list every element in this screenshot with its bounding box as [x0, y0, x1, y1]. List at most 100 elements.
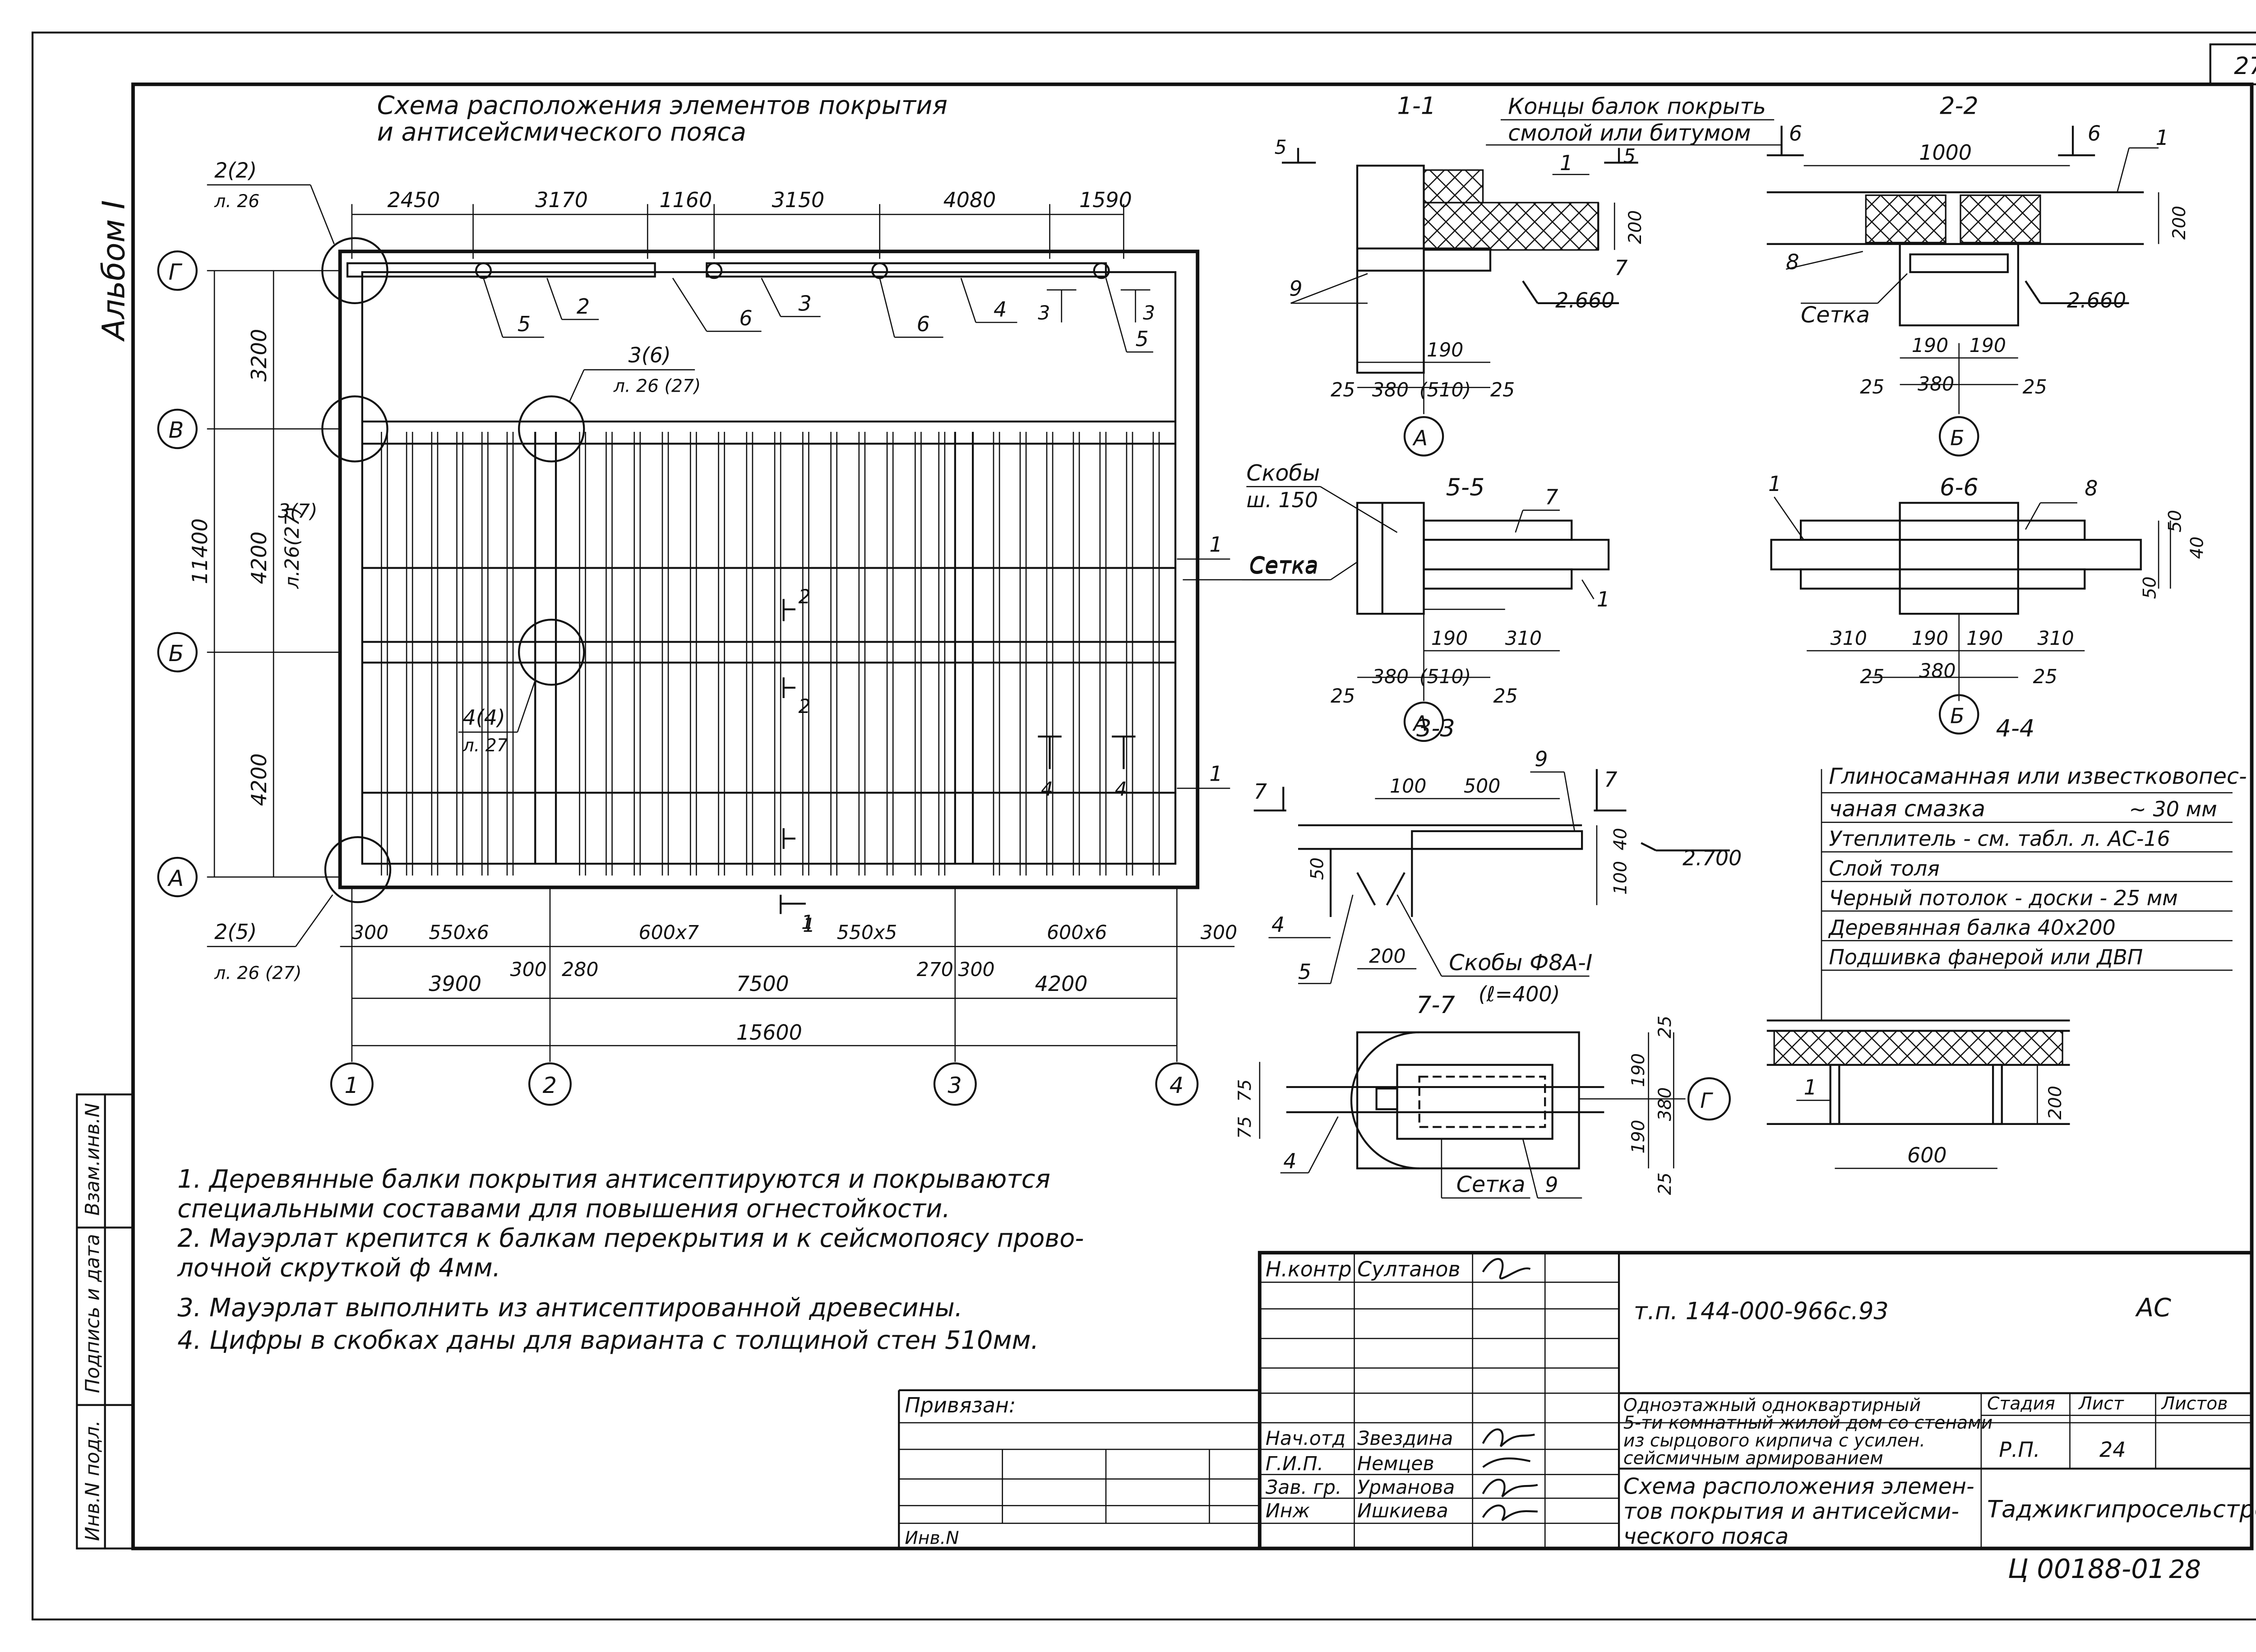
sec11-label-9: 9	[1289, 277, 1302, 301]
note-3: 3. Мауэрлат выполнить из антисептированн…	[177, 1293, 962, 1323]
sec22-cut-right: 6	[2088, 121, 2101, 145]
sec77-dim-75a: 75	[1235, 1079, 1255, 1102]
sec77-label-mesh: Сетка	[1456, 1171, 1526, 1198]
sec66-dim-25a: 25	[1860, 666, 1884, 688]
sec11-note-line2: смолой или битумом	[1508, 120, 1751, 146]
bottom-dim-a1: 300	[352, 921, 388, 944]
layer-thickness: ~ 30 мм	[2129, 797, 2217, 821]
sec66-dim-25b: 25	[2033, 666, 2057, 688]
stamp-project-line4: сейсмичным армированием	[1623, 1448, 1883, 1469]
bottom-dim-b2: 7500	[736, 972, 789, 996]
stamp-name-2: Немцев	[1357, 1453, 1434, 1475]
sec22-dim-190a: 190	[1912, 334, 1948, 357]
sec66-dim-right-50a: 50	[2165, 510, 2185, 532]
mark-6a: 6	[739, 306, 752, 330]
sec-mark-2b: 2	[798, 695, 810, 718]
sec55-dim-25a: 25	[1331, 685, 1355, 708]
sec33-elev: 2.700	[1683, 846, 1742, 870]
sec11-dim-190: 190	[1427, 339, 1463, 361]
sec11-dim-380: 380	[1372, 379, 1409, 401]
sec22-cut-left: 6	[1789, 121, 1802, 145]
layer-row-3: Утеплитель - см. табл. л. АС-16	[1829, 827, 2170, 851]
stamp-org: Таджикгипросельстрой	[1987, 1496, 2256, 1523]
stamp-col-sheet: Лист	[2078, 1393, 2124, 1414]
sec22-title: 2-2	[1940, 92, 1979, 120]
side-col-vzam: Взам.инв.N	[82, 1103, 104, 1216]
sec55-brackets-line1: Скобы	[1246, 460, 1320, 486]
section-1-1: 1-1 Концы балок покрыть смолой или битум…	[1275, 92, 1782, 457]
mark-5a: 5	[518, 312, 531, 336]
top-dim-5: 4080	[943, 188, 996, 212]
sec55-title: 5-5	[1446, 474, 1485, 501]
top-dim-6: 1590	[1079, 188, 1132, 212]
stamp-drawing-line3: ческого пояса	[1623, 1523, 1789, 1550]
sec11-dim-510: (510)	[1419, 379, 1471, 401]
sec66-dim-right-40: 40	[2187, 537, 2207, 559]
callout-2-sheet: л. 26 (27)	[613, 376, 701, 397]
callout-1-num: 2(2)	[214, 158, 257, 182]
sec22-label-mesh: Сетка	[1801, 301, 1870, 328]
sec66-dim-380: 380	[1919, 660, 1956, 682]
layer-row-5: Черный потолок - доски - 25 мм	[1829, 886, 2177, 910]
stamp-mark: АС	[2135, 1293, 2171, 1323]
bottom-dim-a5: 600х7	[639, 921, 699, 944]
sec33-dim-100: 100	[1390, 775, 1426, 798]
sec77-axis: Г	[1700, 1088, 1713, 1113]
sec55-brackets-line2: ш. 150	[1246, 488, 1318, 512]
detail-label-1: 1	[1804, 1075, 1817, 1099]
sec66-axis: Б	[1950, 704, 1964, 728]
stamp-role-4: Инж	[1266, 1500, 1310, 1522]
axis-row-g: Г	[169, 259, 183, 285]
outer-border	[31, 31, 2256, 1621]
sec55-dim-190: 190	[1431, 627, 1468, 650]
sec33-label-4: 4	[1271, 912, 1285, 937]
axis-row-a: А	[167, 865, 184, 891]
stamp-project-line1: Одноэтажный одноквартирный	[1623, 1395, 1921, 1416]
sec66-dim-310a: 310	[1831, 627, 1867, 650]
stamp-nkontr-name: Султанов	[1357, 1257, 1460, 1282]
bottom-dim-a2: 550х6	[429, 921, 489, 944]
bottom-code: Ц 00188-01	[2008, 1553, 2165, 1584]
note-2a: 2. Мауэрлат крепится к балкам перекрытия…	[177, 1224, 1084, 1253]
sec55-axis: А	[1412, 711, 1428, 736]
right-mark-1a: 1	[1209, 532, 1222, 557]
section-6-6: 6-6 1 8 50 40 50 310 190 190 310 25 380 …	[1768, 472, 2207, 742]
mark-5b: 5	[1136, 327, 1149, 351]
sec22-elev: 2.660	[2067, 288, 2126, 313]
layer-table: Глиносаманная или известковопес- чаная с…	[1766, 763, 2247, 1169]
callout-4-sheet: л. 26 (27)	[214, 963, 301, 984]
sec77-dim-190a: 190	[1628, 1053, 1649, 1087]
bottom-dim-a4: 280	[562, 958, 598, 981]
callout-1-sheet: л. 26	[214, 191, 259, 212]
left-inner-label-2: л.26(27)	[281, 506, 304, 589]
sec33-dim-40: 40	[1610, 828, 1631, 851]
sec55-dim-510: (510)	[1419, 666, 1471, 688]
sec33-dim-200: 200	[1369, 945, 1405, 968]
top-dim-4: 3150	[772, 188, 824, 212]
callout-3-sheet: л. 27	[462, 736, 508, 756]
mark-2: 2	[577, 294, 590, 319]
sec33-cut-right: 7	[1604, 768, 1617, 792]
stamp-role-2: Г.И.П.	[1266, 1453, 1323, 1475]
bottom-page: 28	[2169, 1555, 2201, 1584]
sec11-label-7: 7	[1614, 256, 1627, 280]
notes: 1. Деревянные балки покрытия антисептиру…	[177, 1165, 1084, 1355]
top-dim-2: 3170	[535, 188, 588, 212]
note-1a: 1. Деревянные балки покрытия антисептиру…	[177, 1165, 1050, 1194]
sec11-height: 200	[1625, 210, 1646, 244]
signature-4	[1482, 1504, 1538, 1521]
axis-col-1: 1	[344, 1072, 358, 1098]
column-axes: 1 2 3 4	[330, 887, 1199, 1106]
stamp-name-1: Звездина	[1357, 1427, 1453, 1450]
sec22-dim-25b: 25	[2023, 376, 2047, 398]
left-dim-3: 4200	[247, 753, 271, 806]
sec33-dim-500: 500	[1464, 775, 1500, 798]
sec11-cut-right: 5	[1623, 145, 1636, 168]
stamp-sheet-no: 24	[2099, 1437, 2126, 1462]
cut-3-left: 3	[1038, 302, 1050, 324]
bottom-dim-a6: 1	[803, 914, 815, 937]
sec33-dim-100r: 100	[1610, 861, 1631, 895]
right-mark-mesh: Сетка	[1249, 551, 1318, 578]
axis-row-b: Б	[169, 640, 184, 666]
